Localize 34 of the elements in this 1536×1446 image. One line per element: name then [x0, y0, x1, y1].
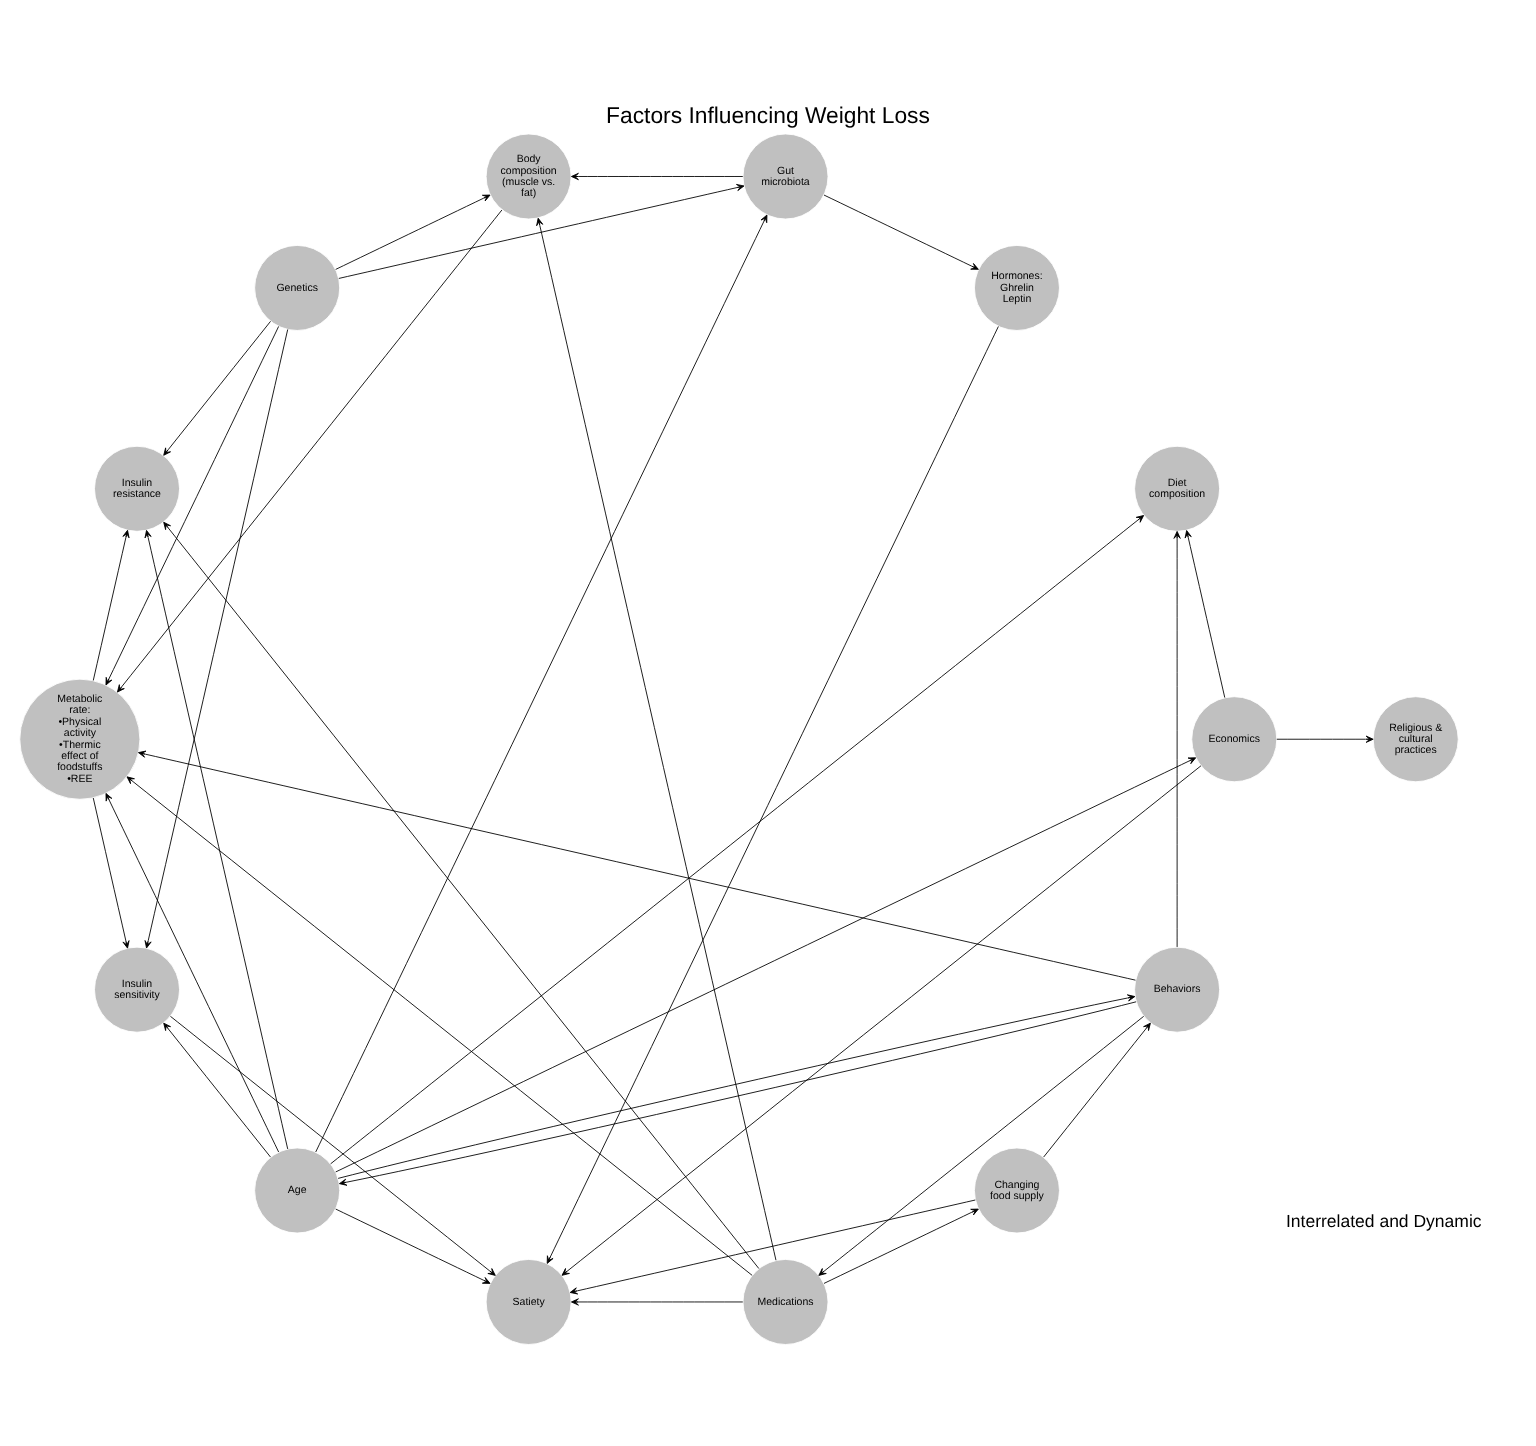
arrow [117, 209, 503, 693]
arrow [144, 329, 289, 949]
arrow [330, 515, 1145, 1165]
arrow [163, 1022, 271, 1158]
arrow [823, 194, 979, 270]
arrow [315, 214, 768, 1153]
arrow [1184, 530, 1226, 699]
arrow [138, 750, 1136, 981]
diagram-title: Factors Influencing Weight Loss [606, 105, 930, 130]
arrow [546, 326, 999, 1264]
arrow [1276, 735, 1374, 743]
arrow [335, 194, 491, 270]
arrow [1043, 1022, 1151, 1158]
arrow [126, 776, 753, 1276]
arrow [561, 765, 1202, 1276]
arrow [571, 172, 744, 181]
arrow [92, 529, 130, 681]
arrow [571, 1298, 744, 1306]
arrow [163, 320, 271, 456]
arrow [338, 184, 745, 279]
arrow [92, 797, 130, 949]
arrow [105, 793, 280, 1153]
arrow [1173, 530, 1181, 948]
arrow [536, 217, 777, 1261]
arrow [144, 529, 289, 1150]
arrow [823, 1208, 979, 1284]
label: Interrelated and Dynamic [1286, 1210, 1482, 1231]
arrow [169, 1015, 496, 1276]
arrow [818, 1015, 1145, 1276]
arrow [163, 521, 760, 1269]
arrow [569, 1199, 976, 1295]
arrow [105, 326, 280, 686]
arrow [335, 1208, 491, 1284]
arrow [335, 757, 1197, 1173]
